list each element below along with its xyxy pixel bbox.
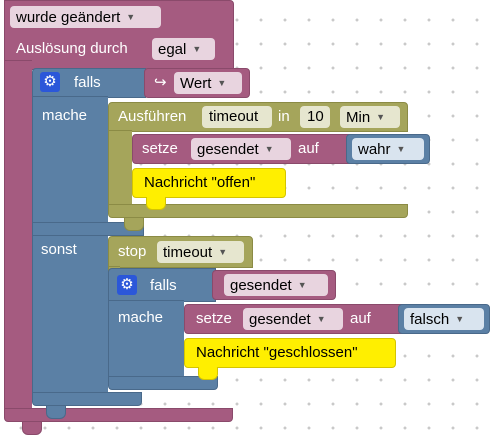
triangle-down-icon: ▼ — [316, 314, 326, 324]
inner-do-label: mache — [118, 309, 164, 326]
trigger-type-dropdown[interactable]: egal ▼ — [152, 38, 215, 60]
execute-label: Ausführen — [118, 108, 187, 125]
set-false-to-label: auf — [350, 310, 371, 327]
outer-if-spine — [32, 96, 108, 396]
timeout-block-spine — [108, 130, 132, 206]
trigger-block-bottom — [4, 408, 233, 422]
text-closed-tab — [198, 367, 218, 380]
triangle-down-icon: ▼ — [192, 44, 202, 54]
triangle-down-icon: ▼ — [126, 12, 136, 22]
triangle-down-icon: ▼ — [297, 280, 307, 290]
triangle-down-icon: ▼ — [455, 314, 465, 324]
gear-icon[interactable]: ⚙ — [117, 275, 137, 295]
triangle-down-icon: ▼ — [264, 144, 274, 154]
set-true-variable-dropdown[interactable]: gesendet ▼ — [191, 138, 291, 160]
text-open-tab — [146, 197, 166, 210]
inner-condition-dropdown[interactable]: gesendet ▼ — [224, 274, 328, 296]
in-label: in — [278, 108, 290, 125]
inner-condition-value: gesendet — [230, 277, 292, 294]
stop-label: stop — [118, 243, 147, 260]
true-value-text: wahr — [358, 141, 391, 158]
condition-value-dropdown[interactable]: Wert ▼ — [174, 72, 242, 94]
outer-if-bottom — [32, 392, 142, 406]
timeout-bottom-tab — [124, 217, 144, 231]
set-true-variable: gesendet — [197, 141, 259, 158]
triangle-down-icon: ▼ — [217, 78, 227, 88]
outer-else-label: sonst — [41, 241, 77, 258]
inner-if-label: falls — [150, 277, 177, 294]
condition-value-text: Wert — [180, 75, 212, 92]
outer-if-bottom-tab — [46, 405, 66, 419]
triangle-down-icon: ▼ — [218, 247, 228, 257]
false-value-dropdown[interactable]: falsch ▼ — [404, 308, 484, 330]
gear-icon[interactable]: ⚙ — [40, 72, 60, 92]
delay-field[interactable]: 10 — [300, 106, 330, 128]
event-dropdown[interactable]: wurde geändert ▼ — [10, 6, 161, 28]
trigger-block-spine — [4, 60, 32, 410]
timeout-name-field[interactable]: timeout — [202, 106, 272, 128]
triangle-down-icon: ▼ — [376, 112, 386, 122]
stop-timeout-dropdown[interactable]: timeout ▼ — [157, 241, 244, 263]
trigger-type-value: egal — [158, 41, 187, 58]
text-open-block[interactable] — [132, 168, 286, 198]
trigger-bottom-tab — [22, 421, 42, 435]
set-false-variable: gesendet — [249, 311, 311, 328]
text-closed-block[interactable] — [184, 338, 396, 368]
stop-timeout-value: timeout — [163, 244, 213, 261]
condition-arrow-icon: ↪ — [154, 74, 167, 91]
set-false-variable-dropdown[interactable]: gesendet ▼ — [243, 308, 343, 330]
outer-do-label: mache — [42, 107, 88, 124]
unit-dropdown[interactable]: Min ▼ — [340, 106, 400, 128]
timeout-block-bottom — [108, 204, 408, 218]
text-open-label: Nachricht "offen" — [144, 174, 256, 191]
set-true-to-label: auf — [298, 140, 319, 157]
trigger-label: Auslösung durch — [16, 40, 128, 57]
event-dropdown-value: wurde geändert — [16, 9, 121, 26]
inner-if-bottom — [108, 376, 218, 390]
set-false-label: setze — [196, 310, 232, 327]
text-closed-label: Nachricht "geschlossen" — [196, 344, 358, 361]
inner-if-spine — [108, 300, 184, 378]
triangle-down-icon: ▼ — [396, 144, 406, 154]
outer-if-else-bar — [32, 222, 144, 236]
outer-if-label: falls — [74, 74, 101, 91]
true-value-dropdown[interactable]: wahr ▼ — [352, 138, 424, 160]
false-value-text: falsch — [410, 311, 450, 328]
unit-dropdown-value: Min — [346, 109, 371, 126]
set-true-label: setze — [142, 140, 178, 157]
